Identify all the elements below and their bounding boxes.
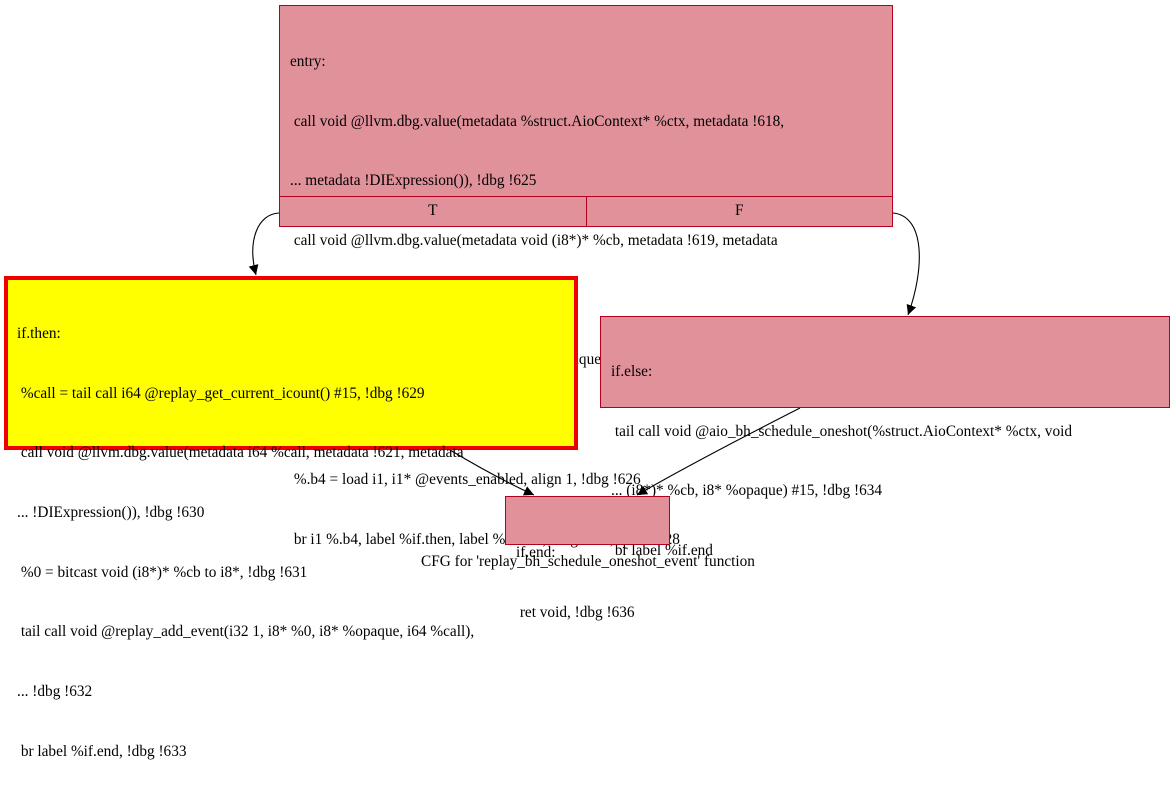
code-line: br label %if.end, !dbg !633 — [17, 742, 187, 760]
port-true[interactable]: T — [428, 202, 438, 219]
code-line: call void @llvm.dbg.value(metadata void … — [290, 231, 778, 249]
code-line: %0 = bitcast void (i8*)* %cb to i8*, !db… — [17, 563, 308, 581]
code-line: if.end: — [516, 543, 556, 561]
entry-block-code: entry: call void @llvm.dbg.value(metadat… — [280, 6, 892, 548]
entry-block[interactable]: entry: call void @llvm.dbg.value(metadat… — [279, 5, 893, 548]
code-line: tail call void @aio_bh_schedule_oneshot(… — [611, 422, 1073, 440]
edge-layer — [248, 212, 920, 496]
if-then-block-code: if.then: %call = tail call i64 @replay_g… — [8, 280, 574, 802]
edge-entry-true-to-if-then — [248, 212, 280, 276]
if-else-block[interactable]: if.else: tail call void @aio_bh_schedule… — [600, 316, 1170, 559]
code-line: ... metadata !DIExpression()), !dbg !625 — [290, 172, 537, 190]
code-line: entry: — [290, 52, 326, 70]
if-else-block-code: if.else: tail call void @aio_bh_schedule… — [601, 317, 1169, 601]
if-end-block-code: if.end: ret void, !dbg !636 — [506, 497, 669, 662]
code-line: ... !DIExpression()), !dbg !630 — [17, 503, 205, 521]
port-false[interactable]: F — [585, 197, 893, 226]
code-line: tail call void @replay_add_event(i32 1, … — [17, 623, 475, 641]
graph-caption: CFG for 'replay_bh_schedule_oneshot_even… — [421, 553, 755, 570]
code-line: ... !dbg !632 — [17, 683, 93, 701]
code-line: call void @llvm.dbg.value(metadata i64 %… — [17, 444, 464, 462]
code-line: ret void, !dbg !636 — [516, 603, 635, 621]
code-line: %.b4 = load i1, i1* @events_enabled, ali… — [290, 470, 641, 488]
code-line: ... (i8*)* %cb, i8* %opaque) #15, !dbg !… — [611, 482, 883, 500]
if-then-block[interactable]: if.then: %call = tail call i64 @replay_g… — [4, 276, 578, 760]
code-line: %call = tail call i64 @replay_get_curren… — [17, 384, 425, 402]
edge-if-then-to-if-end — [449, 449, 535, 496]
code-line: br label %if.end — [611, 541, 713, 559]
code-line: if.then: — [17, 324, 61, 342]
edge-entry-false-to-if-else — [892, 212, 920, 316]
code-line: if.else: — [611, 362, 653, 380]
edge-if-else-to-if-end — [636, 407, 801, 496]
code-line: call void @llvm.dbg.value(metadata %stru… — [290, 112, 785, 130]
if-end-block[interactable]: if.end: ret void, !dbg !636 — [505, 496, 670, 621]
entry-branch-ports: T F — [280, 196, 892, 226]
